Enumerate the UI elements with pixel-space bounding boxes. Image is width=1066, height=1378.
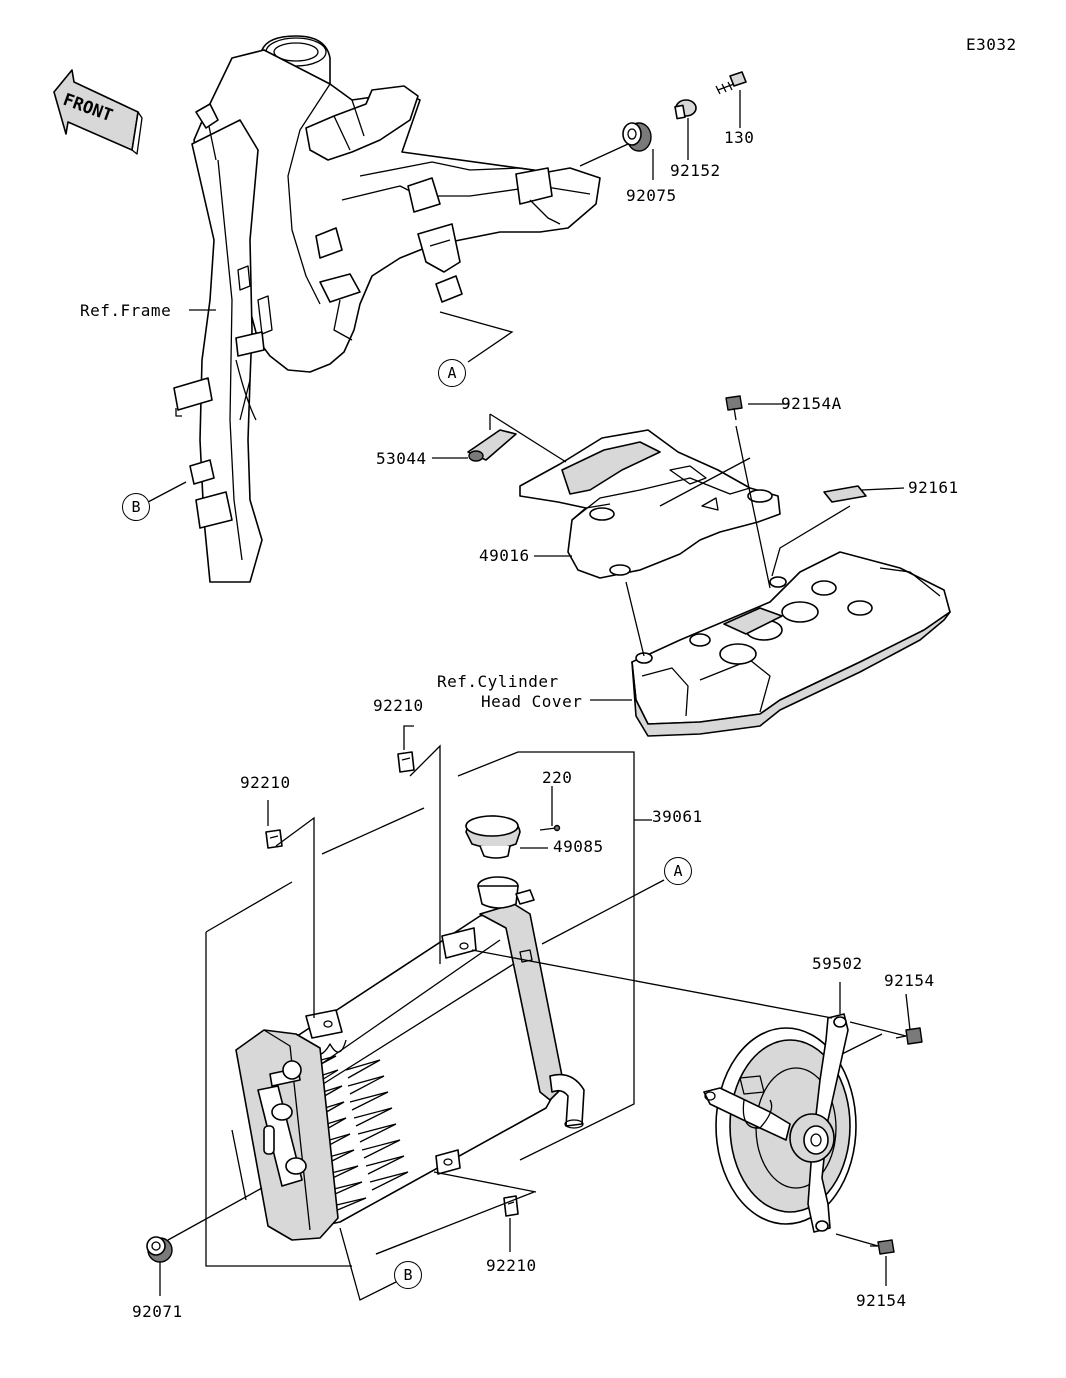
clip-92210-bottom-drawing [504, 1196, 518, 1216]
part-number-92210-top: 92210 [373, 696, 424, 715]
fan-assembly-59502-drawing [704, 1014, 856, 1232]
grommet-92075-drawing [623, 123, 651, 151]
callout-b-frame: B [122, 493, 150, 521]
bolt-92154a-drawing [726, 396, 742, 420]
bolt-92154-bottom-drawing [870, 1240, 894, 1254]
collar-92152-drawing [675, 100, 696, 119]
part-number-92071: 92071 [132, 1302, 183, 1321]
part-number-59502: 59502 [812, 954, 863, 973]
part-number-92154-top: 92154 [884, 971, 935, 990]
ref-frame-label: Ref.Frame [80, 301, 172, 320]
part-number-92210-left: 92210 [240, 773, 291, 792]
diagram-code: E3032 [966, 35, 1017, 54]
part-number-220: 220 [542, 768, 573, 787]
clip-92210-left-drawing [266, 830, 282, 848]
grommet-92071-drawing [147, 1237, 172, 1262]
part-number-92210-bottom: 92210 [486, 1256, 537, 1275]
part-number-92154a: 92154A [781, 394, 842, 413]
part-number-53044: 53044 [376, 449, 427, 468]
clip-92210-top-drawing [398, 752, 414, 772]
callout-a-bottom: A [664, 857, 692, 885]
ref-cylinder-label: Ref.Cylinder [437, 672, 559, 691]
radiator-cap-49085-drawing [466, 816, 520, 858]
cylinder-head-cover-drawing [632, 552, 950, 736]
bolt-92154-top-drawing [896, 1028, 922, 1044]
front-arrow-icon: FRONT [54, 70, 142, 154]
part-number-92154-bottom: 92154 [856, 1291, 907, 1310]
part-number-39061: 39061 [652, 807, 703, 826]
part-number-130: 130 [724, 128, 755, 147]
pad-92161-drawing [824, 486, 866, 502]
frame-drawing [174, 36, 600, 582]
part-number-49085: 49085 [553, 837, 604, 856]
heat-shield-49016-drawing [520, 430, 780, 578]
part-number-92075: 92075 [626, 186, 677, 205]
bolt-130-drawing [716, 72, 746, 94]
callout-a-top: A [438, 359, 466, 387]
part-number-92152: 92152 [670, 161, 721, 180]
part-number-92161: 92161 [908, 478, 959, 497]
ref-head-cover-label: Head Cover [481, 692, 583, 711]
leader-lines [148, 90, 910, 1300]
sleeve-53044-drawing [468, 430, 516, 461]
screw-220-drawing [540, 826, 560, 831]
radiator-39061-drawing [236, 877, 584, 1240]
callout-b-bottom: B [394, 1261, 422, 1289]
part-number-49016: 49016 [479, 546, 530, 565]
